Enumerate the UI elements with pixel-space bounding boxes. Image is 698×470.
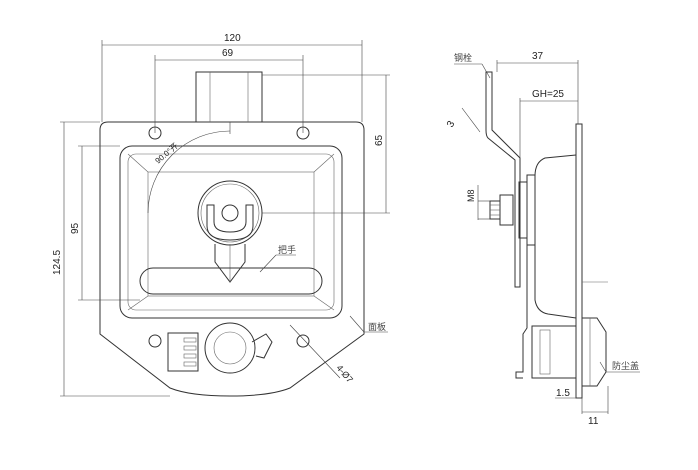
- dim-gh: GH=25: [532, 89, 564, 100]
- recess-outer: [119, 145, 343, 319]
- handle: [139, 180, 323, 295]
- recess-inner: [147, 171, 315, 297]
- angle-label: 90.0°开: [154, 141, 180, 165]
- dim-plate: 1.5: [556, 388, 570, 399]
- dim-thickness: 3: [445, 119, 458, 130]
- nut: [499, 194, 514, 226]
- dim-height-upper: 65: [374, 134, 385, 146]
- label-handle: 把手: [278, 244, 296, 256]
- top-tab: [195, 71, 263, 123]
- side-view: 37 GH=25 3 M8 钢栓 防尘盖 1.5 11: [445, 51, 640, 427]
- dim-hole-spacing: 69: [222, 48, 234, 59]
- dim-depth: 37: [532, 51, 544, 62]
- mounting-holes: [148, 126, 310, 348]
- dim-cover: 11: [588, 416, 599, 427]
- lock-cylinder: [531, 325, 577, 379]
- dim-thread: M8: [466, 189, 476, 202]
- dimensions-side: [454, 60, 640, 414]
- label-panel: 面板: [368, 321, 386, 333]
- dust-cover: [581, 317, 607, 387]
- front-view: 120 69 65 124.5 95 90.0°开 把手 面板 4-Ø7: [52, 33, 390, 397]
- dim-total-height: 124.5: [52, 250, 63, 275]
- label-bolt: 钢栓: [454, 52, 472, 64]
- dim-recess-height: 95: [70, 222, 81, 234]
- panel-outline: [99, 121, 365, 397]
- lock-latch: [167, 322, 273, 374]
- side-panel: [575, 123, 583, 399]
- dimensions-front: [60, 40, 390, 397]
- label-holes: 4-Ø7: [334, 363, 355, 385]
- dome: [534, 154, 577, 319]
- dim-width: 120: [224, 33, 241, 44]
- steel-bolt: [485, 71, 521, 288]
- label-dust-cover: 防尘盖: [612, 360, 639, 372]
